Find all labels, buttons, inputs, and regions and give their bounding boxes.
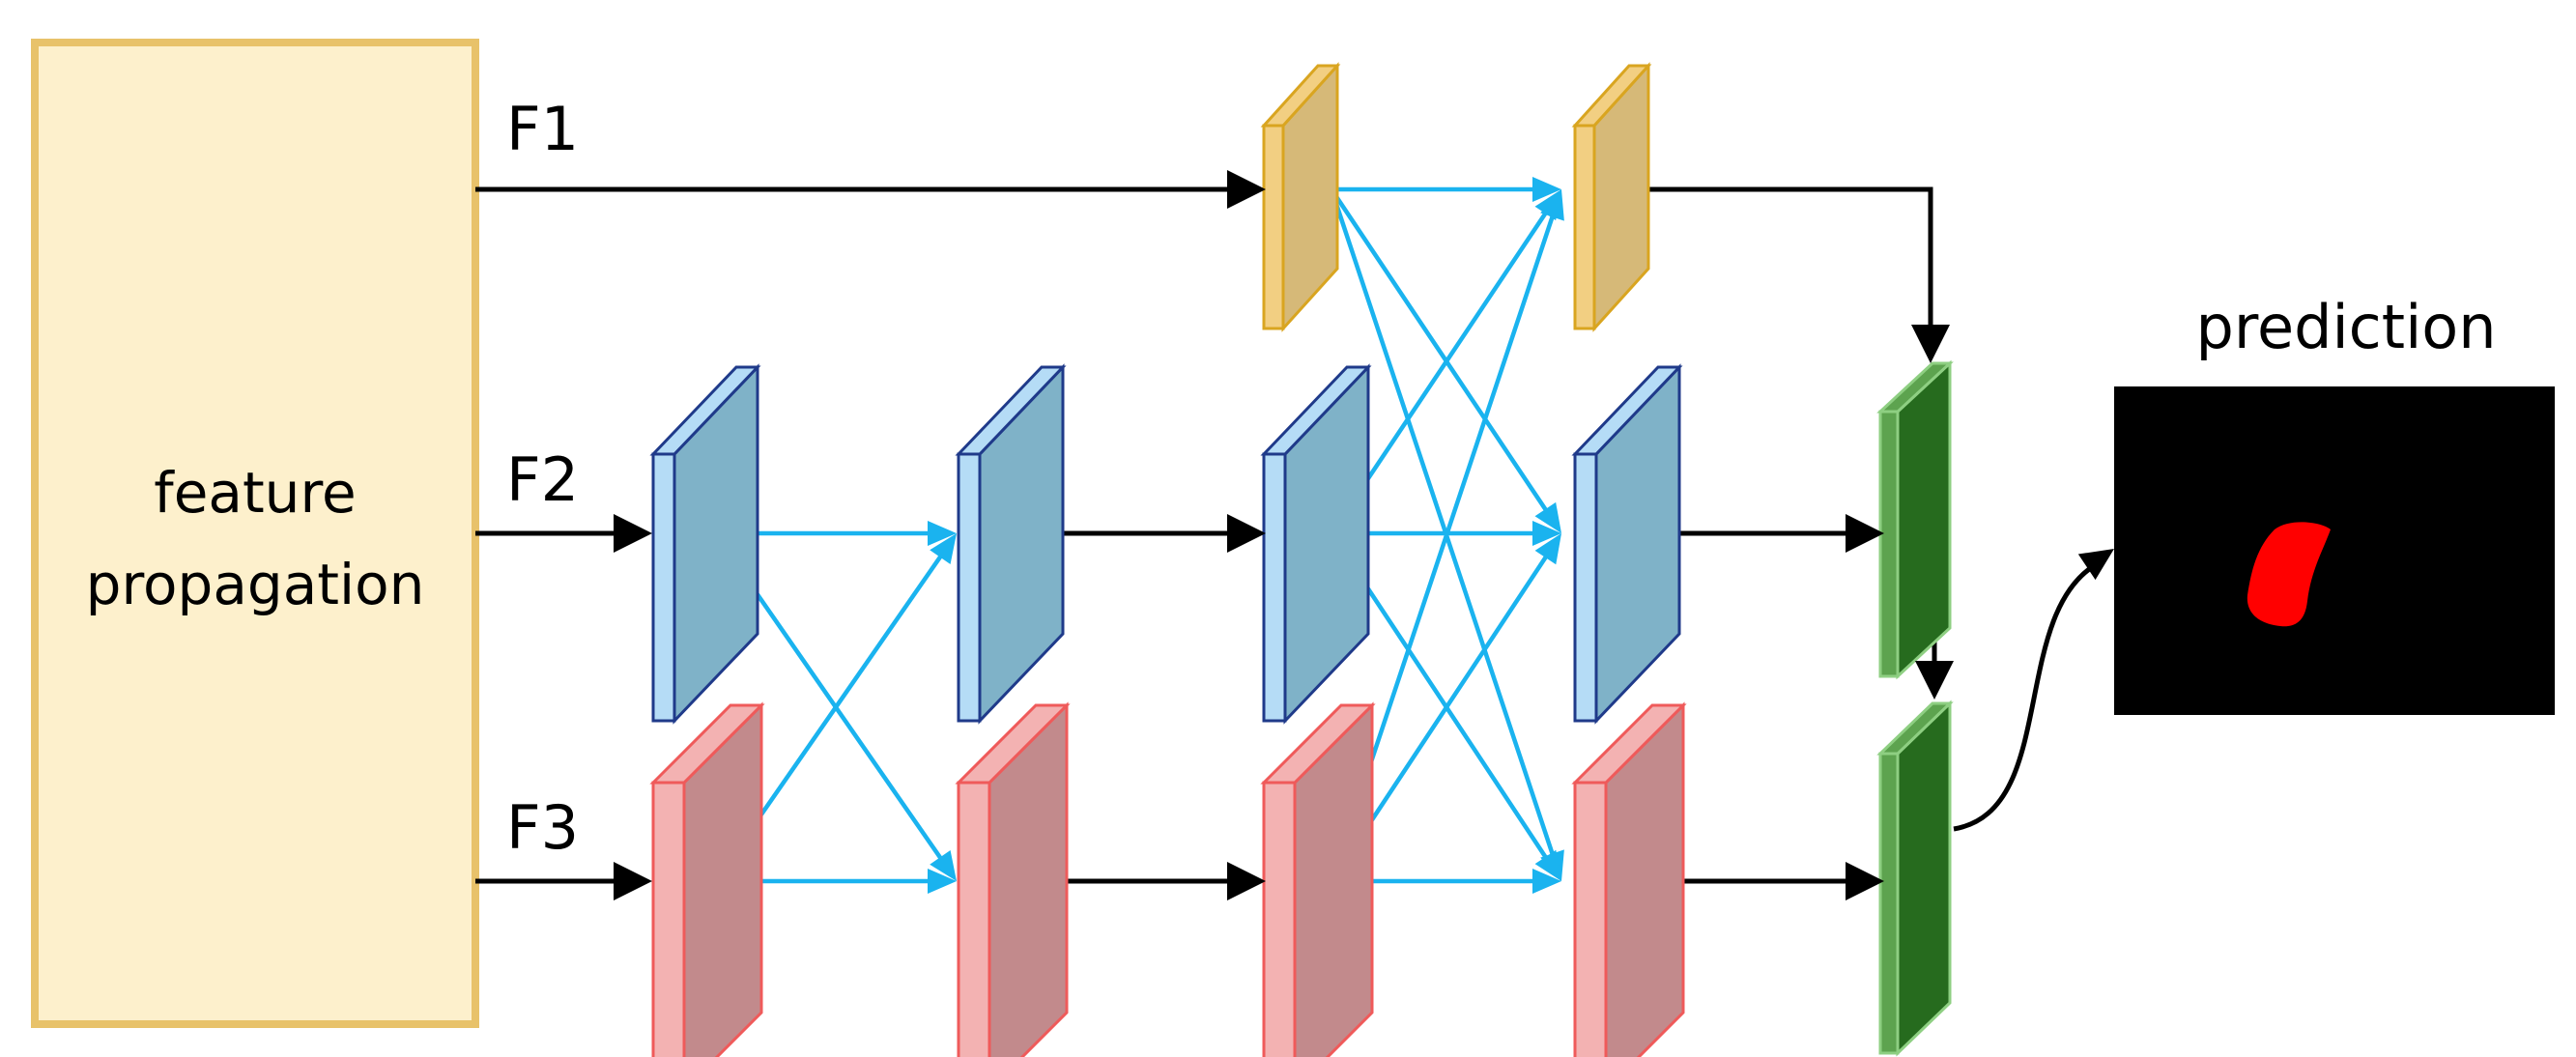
fusion-maps bbox=[1876, 359, 1954, 1057]
blue-f3-f3-s1-head bbox=[928, 869, 957, 894]
fusion-map-bottom-top bbox=[1876, 701, 1954, 756]
feature-map-f2-stage2-top bbox=[955, 365, 1067, 456]
feature-map-f2-stage3-front bbox=[1262, 452, 1287, 723]
feature-map-f2-stage2 bbox=[955, 363, 1067, 725]
blue-f3-f1-s3-head bbox=[1540, 189, 1564, 221]
arrow-to-prediction-head bbox=[2077, 549, 2114, 581]
feature-map-f3-stage3 bbox=[1260, 701, 1376, 1057]
fusion-map-bottom-front bbox=[1878, 752, 1900, 1055]
feature-propagation-block: feature propagation bbox=[31, 39, 479, 1028]
feature-map-f1-stage4-front bbox=[1573, 124, 1596, 330]
feature-map-f3-stage3-top bbox=[1260, 703, 1376, 785]
arrow-to-prediction-line bbox=[1953, 562, 2097, 832]
feature-map-f3-stage1-front bbox=[651, 781, 686, 1057]
fusion-map-top-front bbox=[1878, 410, 1900, 678]
feature-map-f1-stage3-front bbox=[1262, 124, 1285, 330]
feature-map-f3-stage2-front bbox=[957, 781, 991, 1057]
feature-map-f2-stage1-top bbox=[649, 365, 761, 456]
feature-map-f3-stage2 bbox=[955, 701, 1071, 1057]
row-label-f2: F2 bbox=[506, 444, 579, 515]
prediction-image bbox=[2114, 386, 2555, 715]
arrow-f2-in-head bbox=[614, 514, 652, 553]
feature-maps bbox=[649, 62, 1687, 1057]
feature-map-f2-stage4-front bbox=[1573, 452, 1598, 723]
feature-map-f3-stage4-front bbox=[1573, 781, 1608, 1057]
blue-f1-f3-s3-line bbox=[1329, 188, 1559, 866]
blue-f1-f2-s3-line bbox=[1330, 187, 1554, 521]
blue-f2-f2-s3-head bbox=[1532, 521, 1561, 546]
arrow-f1-in-head bbox=[1227, 170, 1266, 209]
arrow-f1-out-line bbox=[1635, 186, 1933, 329]
prediction-block: prediction bbox=[2114, 292, 2555, 715]
arrow-fusion-down-head bbox=[1915, 661, 1954, 700]
arrow-f3-s2-s3-head bbox=[1227, 862, 1266, 900]
row-label-f3: F3 bbox=[506, 792, 579, 863]
prediction-label: prediction bbox=[2195, 292, 2496, 362]
blue-f3-f2-s3-head bbox=[1534, 533, 1561, 565]
arrow-f2-out-head bbox=[1846, 514, 1884, 553]
blue-f3-f3-s3-head bbox=[1532, 869, 1561, 894]
arrow-f3-in-head bbox=[614, 862, 652, 900]
feature-map-f2-stage2-front bbox=[957, 452, 982, 723]
fusion-map-bottom-face bbox=[1896, 700, 1952, 1057]
feature-map-f1-stage4 bbox=[1571, 62, 1652, 332]
feature-map-f1-stage3-top bbox=[1260, 64, 1341, 128]
fusion-map-top-face bbox=[1896, 359, 1952, 680]
feature-map-f3-stage4-top bbox=[1571, 703, 1687, 785]
feature-map-f2-stage1-front bbox=[651, 452, 676, 723]
feature-map-f1-stage3 bbox=[1260, 62, 1341, 332]
blue-f2-f3-s3-head bbox=[1534, 849, 1561, 881]
feature-map-f1-stage4-top bbox=[1571, 64, 1652, 128]
row-label-f1: F1 bbox=[506, 94, 579, 164]
blue-f2-f2-s1-head bbox=[928, 521, 957, 546]
feature-map-f3-stage1 bbox=[649, 701, 765, 1057]
feature-propagation-box bbox=[31, 39, 479, 1028]
fusion-map-top bbox=[1876, 359, 1954, 680]
prediction-mask bbox=[2247, 522, 2331, 627]
feature-map-f3-stage4 bbox=[1571, 701, 1687, 1057]
blue-f2-f3-s1-head bbox=[930, 849, 957, 881]
feature-map-f3-stage3-front bbox=[1262, 781, 1297, 1057]
blue-f1-f1-s3-head bbox=[1532, 177, 1561, 202]
feature-map-f2-stage3-top bbox=[1260, 365, 1372, 456]
feature-map-f2-stage3 bbox=[1260, 363, 1372, 725]
arrow-f2-s2-s3-head bbox=[1227, 514, 1266, 553]
feature-map-f2-stage4 bbox=[1571, 363, 1683, 725]
fusion-map-bottom bbox=[1876, 700, 1954, 1057]
fusion-map-top-top bbox=[1876, 361, 1954, 414]
feature-box-label-line1: feature bbox=[154, 460, 356, 526]
feature-map-f2-stage4-top bbox=[1571, 365, 1683, 456]
feature-box-label-line2: propagation bbox=[86, 552, 425, 617]
arrow-f3-out-head bbox=[1846, 862, 1884, 900]
feature-map-f3-stage2-top bbox=[955, 703, 1071, 785]
arrow-heads bbox=[614, 170, 2114, 900]
blue-f1-f2-s3-head bbox=[1534, 501, 1561, 533]
feature-map-f2-stage1 bbox=[649, 363, 761, 725]
feature-map-f3-stage1-top bbox=[649, 703, 765, 785]
arrow-f1-out-head bbox=[1911, 325, 1950, 363]
blue-f3-f2-s1-head bbox=[930, 533, 957, 565]
